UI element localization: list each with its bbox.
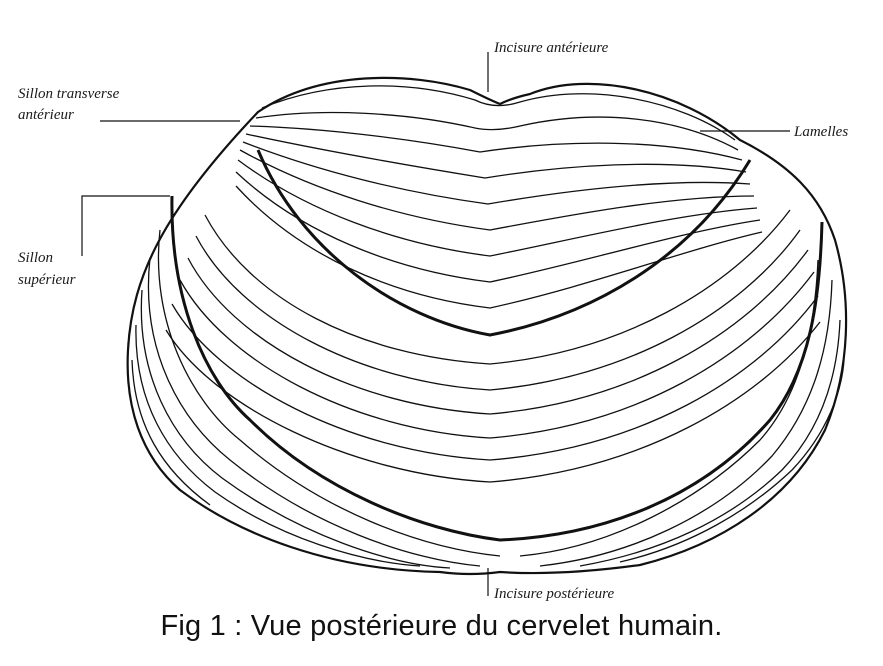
label-sillon-transverse-2: antérieur	[18, 107, 74, 123]
label-lamelles: Lamelles	[793, 124, 848, 140]
lamellae-middle	[165, 209, 821, 483]
sillon-superieur-groove	[256, 149, 752, 337]
sillon-horizontal-groove	[170, 195, 824, 542]
lamellae-upper	[235, 85, 763, 309]
cerebellum-outline	[126, 76, 848, 576]
label-sillon-transverse-1: Sillon transverse	[18, 86, 120, 102]
figure-caption: Fig 1 : Vue postérieure du cervelet huma…	[160, 610, 723, 642]
cerebellum-diagram: Incisure antérieure Sillon transverse an…	[18, 40, 848, 602]
leader-lines	[81, 52, 790, 596]
label-incisure-anterieure: Incisure antérieure	[493, 40, 609, 56]
lamellae-lower	[131, 229, 845, 569]
leader-sillon-superieur	[81, 195, 170, 256]
label-incisure-posterieure: Incisure postérieure	[493, 586, 614, 602]
label-sillon-superieur-2: supérieur	[18, 272, 76, 288]
label-sillon-superieur-1: Sillon	[18, 250, 53, 266]
